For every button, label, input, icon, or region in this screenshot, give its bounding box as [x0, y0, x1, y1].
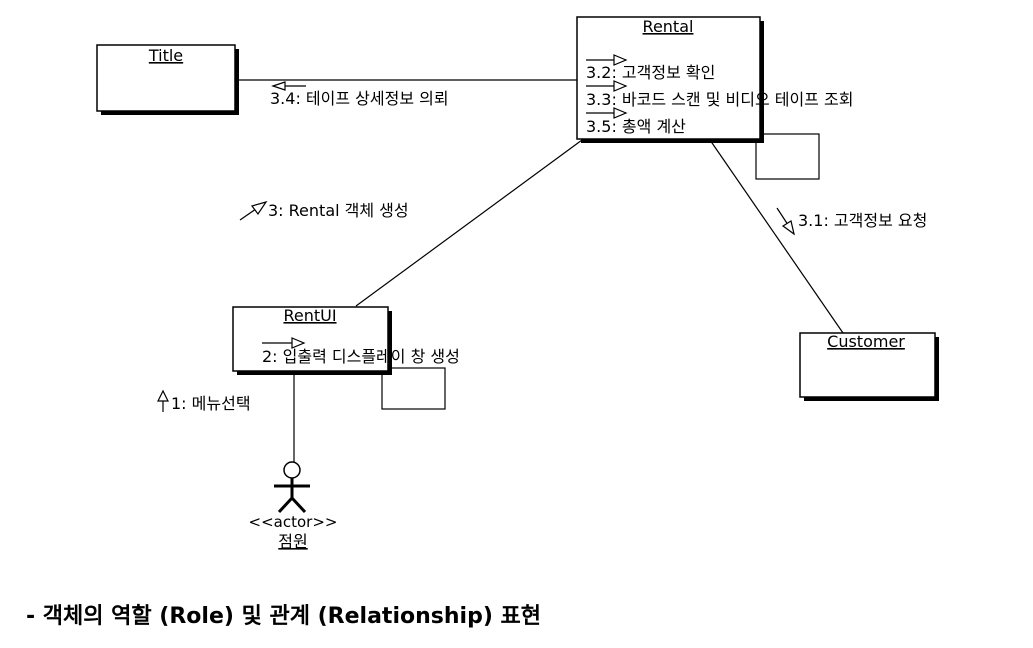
link-rentui-rental — [355, 139, 583, 307]
message-3-1: 3.1: 고객정보 요청 — [798, 211, 927, 230]
link-rental-customer — [709, 139, 844, 334]
message-3-5: 3.5: 총액 계산 — [586, 117, 686, 136]
object-customer[interactable]: Customer — [799, 332, 939, 401]
object-title[interactable]: Title — [96, 44, 239, 115]
message-3-arrow — [239, 200, 268, 221]
message-1-arrow — [157, 389, 169, 412]
object-rental-name: Rental — [643, 17, 694, 36]
object-title-name: Title — [148, 46, 183, 65]
message-3-2-arrow — [586, 54, 628, 66]
collaboration-diagram: Title Rental RentUI Customer 3.4: 테이프 상세… — [96, 16, 939, 551]
self-link-rentui — [381, 367, 446, 410]
message-1: 1: 메뉴선택 — [171, 394, 251, 413]
actor-clerk[interactable]: <<actor>> 점원 — [249, 461, 338, 551]
message-3-3: 3.3: 바코드 스캔 및 비디오 테이프 조회 — [586, 90, 853, 109]
actor-stick-figure-icon — [274, 461, 310, 514]
message-3-2: 3.2: 고객정보 확인 — [586, 63, 715, 82]
message-3-4: 3.4: 테이프 상세정보 의뢰 — [270, 89, 449, 108]
message-2: 2: 입출력 디스플레이 창 생성 — [262, 347, 460, 366]
actor-name: 점원 — [278, 532, 307, 551]
message-3-3-arrow — [586, 80, 628, 92]
message-3-1-arrow — [776, 207, 795, 236]
object-customer-name: Customer — [827, 332, 905, 351]
message-3-5-arrow — [586, 107, 628, 119]
caption: - 객체의 역할 (Role) 및 관계 (Relationship) 표현 — [26, 604, 542, 629]
message-3: 3: Rental 객체 생성 — [268, 201, 409, 220]
object-rentui-name: RentUI — [283, 306, 336, 325]
object-rental[interactable]: Rental — [576, 16, 764, 143]
message-3-4-arrow — [271, 81, 306, 91]
self-link-rental — [755, 133, 820, 180]
actor-stereotype: <<actor>> — [249, 513, 338, 531]
message-2-arrow — [262, 337, 306, 349]
